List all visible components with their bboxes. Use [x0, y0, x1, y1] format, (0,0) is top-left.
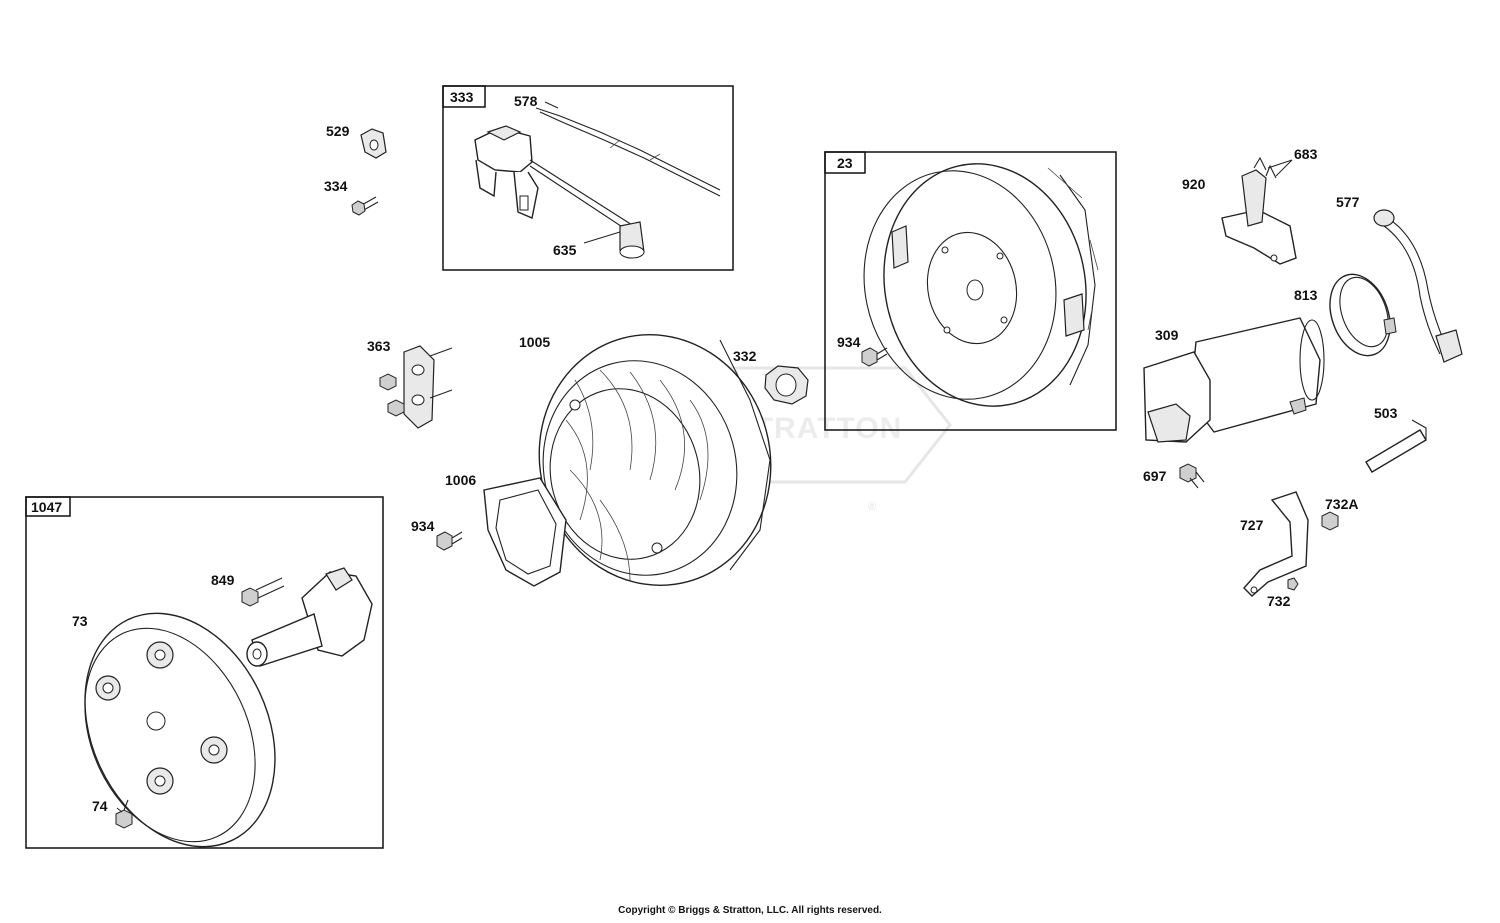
label-309[interactable]: 309: [1155, 327, 1179, 343]
label-363[interactable]: 363: [367, 338, 391, 354]
part-73-cover: [84, 612, 276, 848]
box-label-23[interactable]: 23: [837, 155, 853, 171]
part-934-bolt-a: [436, 531, 463, 551]
part-732-screw: [1287, 577, 1299, 591]
label-74[interactable]: 74: [92, 798, 108, 814]
label-334[interactable]: 334: [324, 178, 348, 194]
leader-lines: [116, 101, 1293, 813]
box-label-333[interactable]: 333: [450, 89, 474, 105]
label-1005[interactable]: 1005: [519, 334, 550, 350]
part-363-bracket: [379, 345, 453, 429]
part-332-nut: [764, 365, 809, 405]
label-577[interactable]: 577: [1336, 194, 1360, 210]
label-727[interactable]: 727: [1240, 517, 1264, 533]
label-920[interactable]: 920: [1182, 176, 1206, 192]
label-635[interactable]: 635: [553, 242, 577, 258]
label-73[interactable]: 73: [72, 613, 88, 629]
part-334-screw: [351, 196, 379, 216]
part-333-ignition-module: [474, 107, 721, 259]
label-934-a[interactable]: 934: [411, 518, 435, 534]
part-697-screw: [1179, 463, 1205, 489]
label-732A[interactable]: 732A: [1325, 496, 1358, 512]
label-683[interactable]: 683: [1294, 146, 1318, 162]
label-1006[interactable]: 1006: [445, 472, 476, 488]
label-578[interactable]: 578: [514, 93, 538, 109]
part-1005-flywheel-fan: [538, 334, 772, 586]
box-label-1047[interactable]: 1047: [31, 499, 62, 515]
watermark-registered: ®: [868, 501, 876, 513]
copyright-notice: Copyright © Briggs & Stratton, LLC. All …: [618, 905, 882, 916]
label-732[interactable]: 732: [1267, 593, 1291, 609]
part-1047-hub: [246, 567, 373, 667]
part-529-grommet: [360, 128, 387, 159]
part-23-flywheel: [863, 163, 1099, 407]
part-503-clip: [1365, 419, 1427, 473]
part-813-clamp: [1329, 273, 1397, 357]
callout-box-333: 333: [442, 85, 734, 271]
label-503[interactable]: 503: [1374, 405, 1398, 421]
part-1006-plate: [483, 477, 567, 587]
part-727-bracket: [1243, 491, 1309, 597]
label-332[interactable]: 332: [733, 348, 757, 364]
label-813[interactable]: 813: [1294, 287, 1318, 303]
part-309-starter: [1143, 317, 1325, 443]
callout-box-1047: 1047: [25, 496, 384, 849]
part-74-screw: [115, 799, 133, 829]
part-577-lead: [1373, 209, 1463, 363]
label-529[interactable]: 529: [326, 123, 350, 139]
label-934-b[interactable]: 934: [837, 334, 861, 350]
callout-box-23: 23: [824, 151, 1117, 431]
part-732A-nut: [1321, 511, 1339, 531]
part-849-bolt: [241, 577, 285, 607]
part-934-bolt-b: [861, 347, 888, 367]
label-697[interactable]: 697: [1143, 468, 1167, 484]
label-849[interactable]: 849: [211, 572, 235, 588]
part-920-ignition-coil: [1221, 156, 1297, 265]
part-labels: 529 334 578 635 363 1005 332 934 1006 93…: [72, 93, 1398, 814]
